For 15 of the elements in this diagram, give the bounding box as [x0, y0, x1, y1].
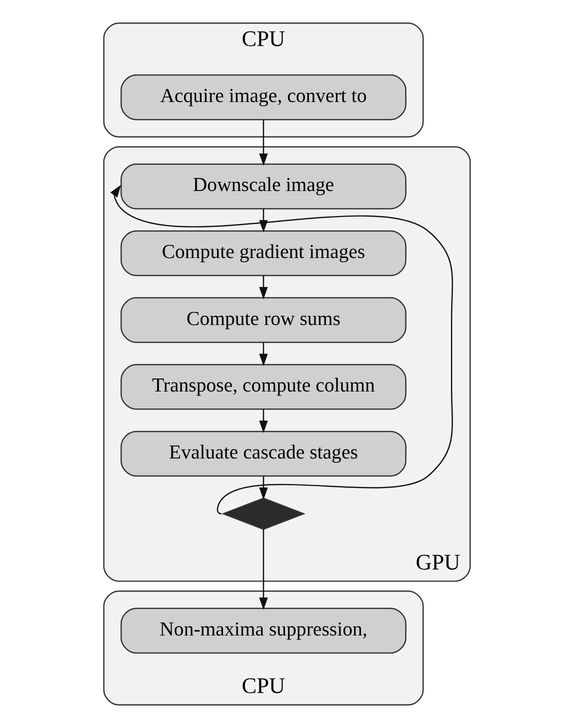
arrow — [259, 208, 268, 233]
arrow — [259, 120, 268, 166]
arrow — [259, 342, 268, 366]
node-box: Evaluate cascade stages — [120, 430, 406, 477]
arrow — [259, 476, 268, 500]
arrow — [259, 529, 268, 610]
node-diamond — [222, 498, 306, 530]
node-box: Transpose, compute column — [120, 364, 406, 410]
node-box: Acquire image, convert to — [120, 74, 406, 120]
node-box: Compute gradient images — [120, 230, 406, 276]
arrow — [259, 409, 268, 434]
node-box: Non-maxima suppression, — [120, 608, 406, 654]
node-box: Downscale image — [120, 164, 406, 210]
arrow — [259, 276, 268, 300]
node-box: Compute row sums — [120, 297, 406, 343]
